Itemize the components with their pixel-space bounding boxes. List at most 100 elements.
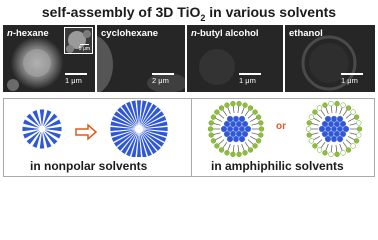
sem-ethanol-image [301,35,357,91]
rod [140,131,158,155]
rod [130,99,139,126]
ligand-tail [330,144,333,152]
ligand-head [350,109,356,115]
ligand-tail [348,118,355,122]
ligand-head [322,150,328,156]
ligand-head [218,147,225,153]
rod [136,132,142,157]
ligand-tail [244,109,250,117]
divider [191,99,192,176]
rod [25,130,41,146]
ligand-head [258,126,265,132]
rod [111,115,136,129]
ligand-head [236,101,242,107]
ligand-tail [325,107,329,115]
ligand-tail [320,109,326,117]
rod [109,129,136,138]
ligand-tail [241,107,245,115]
ligand-head [210,114,217,120]
rod [142,126,169,132]
large-particle-burst [109,99,169,157]
sem-panel-hexane: n-hexane 5 μm 1 μm [3,25,95,92]
ligand-head [247,105,254,111]
rod [130,132,139,157]
ligand-head [350,143,356,149]
ligand-tail [311,132,319,135]
ligand-head [306,132,312,138]
ligand-tail [345,113,352,119]
ligand-head [218,105,225,111]
particle-core [220,115,252,143]
ligand-tail [237,144,240,152]
schematic-row: in nonpolar solvents or in amphiphilic s… [3,98,375,177]
ligand-tail [348,136,355,140]
ligand-tail [250,136,257,140]
ligand-head [236,151,242,157]
scale-bar-ethanol: 1 μm [341,73,363,85]
ligand-head [312,143,318,149]
rod [141,130,165,148]
ligand-head [255,138,262,144]
ligand-head [334,101,340,107]
ligand-tail [244,141,250,149]
ligand-tail [339,107,343,115]
ligand-head [356,126,363,132]
ligand-head [353,114,360,120]
ligand-head [242,102,248,108]
ligand-tail [215,118,222,122]
inset-scale-bar: 5 μm [78,44,90,52]
rod [136,99,142,126]
ligand-tail [250,118,257,122]
rod [141,131,162,152]
sem-hexane-image [7,37,63,91]
ligand-head [316,147,323,153]
amphiphilic-caption: in amphiphilic solvents [211,159,344,173]
ligand-tail [215,136,222,140]
ligand-head [308,114,315,120]
ligand-tail [218,139,225,145]
ligand-tail [232,106,235,114]
ligand-tail [339,143,343,151]
rod [142,115,167,129]
ligand-head [340,150,346,156]
ligand-head [340,102,346,108]
rod [42,131,53,149]
ligand-tail [313,118,320,122]
arrow-icon [75,123,98,141]
figure-title: self-assembly of 3D TiO2 in various solv… [41,4,337,23]
ligand-head [308,138,315,144]
rod [44,118,62,129]
rod [113,110,137,128]
scale-bar-hexane: 1 μm [65,73,87,85]
ligand-tail [342,109,348,117]
ligand-head [224,102,230,108]
rod [141,106,162,127]
ligand-tail [237,106,240,114]
panel-label-hexane: n-hexane [7,28,49,39]
sem-cyclohexane-image [97,36,185,92]
ligand-tail [316,113,323,119]
rod [142,120,169,129]
ligand-tail [335,106,338,114]
ligand-tail [335,144,338,152]
rod [31,109,42,127]
ligand-tail [251,132,259,135]
ligand-head [312,109,318,115]
ligand-tail [232,144,235,152]
rod [139,101,153,126]
micelle-mixed-heads [305,101,363,157]
rod [43,130,59,146]
ligand-head [208,132,214,138]
sem-inset: 5 μm [64,27,93,54]
ligand-head [328,101,334,107]
ligand-tail [342,141,348,149]
rod [111,129,136,143]
micelle-green-heads [207,101,265,157]
rod [116,131,137,152]
ligand-head [316,105,323,111]
ligand-tail [345,139,352,145]
rod [25,112,41,128]
ligand-tail [313,136,320,140]
ligand-head [252,143,258,149]
ligand-head [258,132,264,138]
